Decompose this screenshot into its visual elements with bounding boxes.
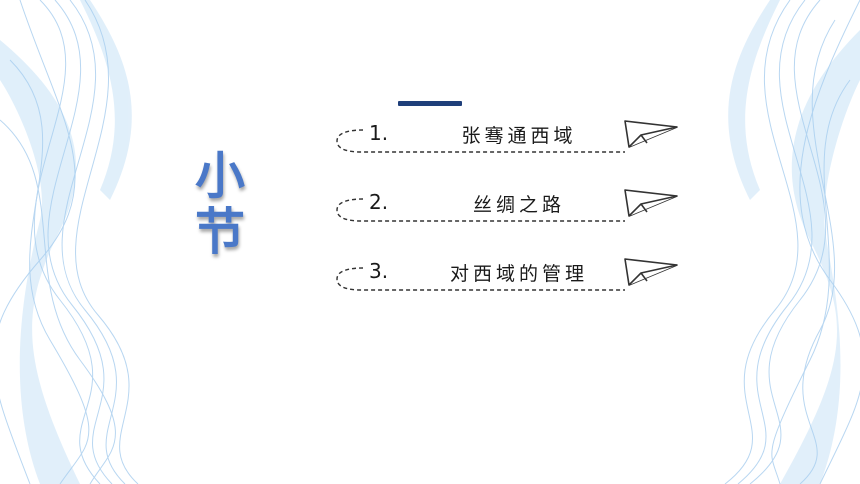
toc-label: 丝绸之路 bbox=[472, 194, 565, 216]
dashed-path bbox=[336, 129, 625, 153]
toc-item-2[interactable]: 2. 丝绸之路 bbox=[333, 189, 683, 232]
section-title-char: 小 bbox=[195, 147, 245, 205]
dashed-path bbox=[336, 198, 625, 222]
section-title-char: 节 bbox=[195, 203, 245, 261]
paper-plane-icon bbox=[624, 258, 678, 286]
paper-plane-icon bbox=[624, 189, 678, 217]
toc-number: 1. bbox=[369, 121, 389, 145]
paper-plane-icon bbox=[624, 120, 678, 148]
toc-item-1[interactable]: 1. 张骞通西域 bbox=[333, 120, 683, 163]
toc-number: 3. bbox=[369, 259, 389, 283]
toc-number: 2. bbox=[369, 190, 389, 214]
accent-bar bbox=[398, 101, 462, 106]
toc-label: 张骞通西域 bbox=[461, 125, 577, 147]
toc-label: 对西域的管理 bbox=[449, 263, 588, 285]
toc-item-3[interactable]: 3. 对西域的管理 bbox=[333, 258, 683, 301]
dashed-path bbox=[336, 267, 625, 291]
section-title: 小 节 bbox=[188, 148, 252, 260]
left-wave-decoration bbox=[0, 0, 139, 484]
right-wave-decoration bbox=[724, 0, 860, 484]
